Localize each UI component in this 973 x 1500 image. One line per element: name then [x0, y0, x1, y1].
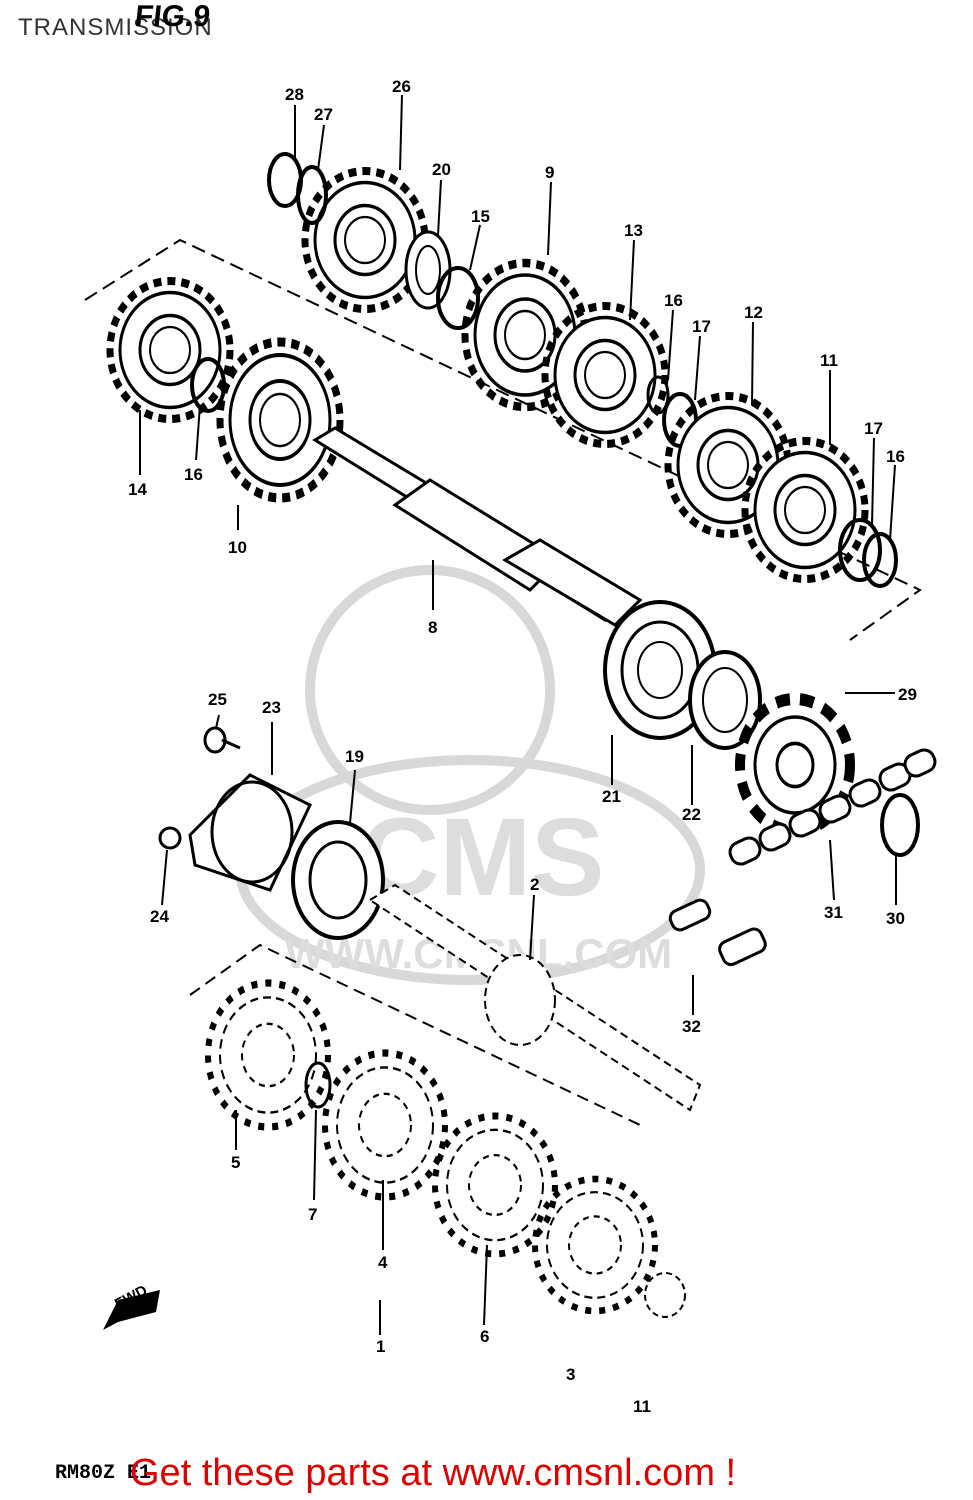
bearing-19 [291, 820, 385, 940]
callout-9: 9 [545, 163, 554, 182]
gear-26 [305, 171, 425, 309]
callout-16a: 16 [664, 291, 683, 310]
callout-16b: 16 [886, 447, 905, 466]
callout-31: 31 [824, 903, 843, 922]
countershaft-8 [312, 426, 643, 627]
callout-16c: 16 [184, 465, 203, 484]
callout-10: 10 [228, 538, 247, 557]
callout-21: 21 [602, 787, 621, 806]
callout-13: 13 [624, 221, 643, 240]
shaft-end-11 [644, 1272, 686, 1318]
callout-11: 11 [820, 351, 838, 370]
callout-28: 28 [285, 85, 304, 104]
bolt-25 [203, 726, 241, 754]
gear-10 [220, 342, 340, 498]
callout-25: 25 [208, 690, 227, 709]
forward-arrow-icon [103, 1290, 160, 1330]
bearing-20 [404, 230, 452, 310]
oil-seal-22 [688, 650, 762, 750]
gear-14 [110, 281, 230, 419]
nut-24 [158, 826, 182, 850]
callout-15: 15 [471, 207, 490, 226]
clip-30 [880, 793, 920, 857]
callout-2: 2 [530, 875, 539, 894]
callout-27: 27 [314, 105, 333, 124]
callout-32: 32 [682, 1017, 701, 1036]
washer-17b [838, 518, 882, 582]
assembly-boundary-upper [84, 238, 922, 641]
leader-lines [139, 94, 897, 1335]
callout-22: 22 [682, 805, 701, 824]
callout-14: 14 [128, 480, 147, 499]
bearing-21 [603, 600, 717, 740]
callout-23: 23 [262, 698, 281, 717]
gear-5 [208, 983, 328, 1127]
drive-chain-31 [728, 748, 937, 866]
callout-19: 19 [345, 747, 364, 766]
sprocket-29 [735, 692, 855, 838]
callout-30: 30 [886, 909, 905, 928]
drive-shaft-2 [368, 883, 702, 1112]
page-title: TRANSMISSION [18, 14, 213, 41]
washer-27 [296, 165, 328, 225]
parts-link-banner[interactable]: Get these parts at www.cmsnl.com ! [130, 1452, 737, 1494]
callout-29: 29 [898, 685, 917, 704]
clip-7 [304, 1061, 332, 1109]
callout-24: 24 [150, 907, 169, 926]
callout-11b: 11 [633, 1397, 651, 1416]
callout-12: 12 [744, 303, 763, 322]
callout-6: 6 [480, 1327, 489, 1346]
model-code: RM80Z E1 [55, 1462, 152, 1485]
gear-4 [325, 1053, 445, 1197]
callout-17a: 17 [692, 317, 711, 336]
retainer-23 [188, 773, 312, 892]
gear-3 [535, 1179, 655, 1311]
callout-3: 3 [566, 1365, 575, 1384]
callout-1: 1 [376, 1337, 385, 1356]
washer-16a [646, 375, 670, 415]
callout-5: 5 [231, 1153, 240, 1172]
assembly-boundary-lower [189, 943, 641, 1126]
washer-15 [436, 266, 480, 330]
callout-7: 7 [308, 1205, 317, 1224]
callout-8: 8 [428, 618, 437, 637]
callout-20: 20 [432, 160, 451, 179]
callout-4: 4 [378, 1253, 388, 1272]
callout-17b: 17 [864, 419, 883, 438]
chain-joint-32 [668, 898, 767, 967]
callout-26: 26 [392, 77, 411, 96]
